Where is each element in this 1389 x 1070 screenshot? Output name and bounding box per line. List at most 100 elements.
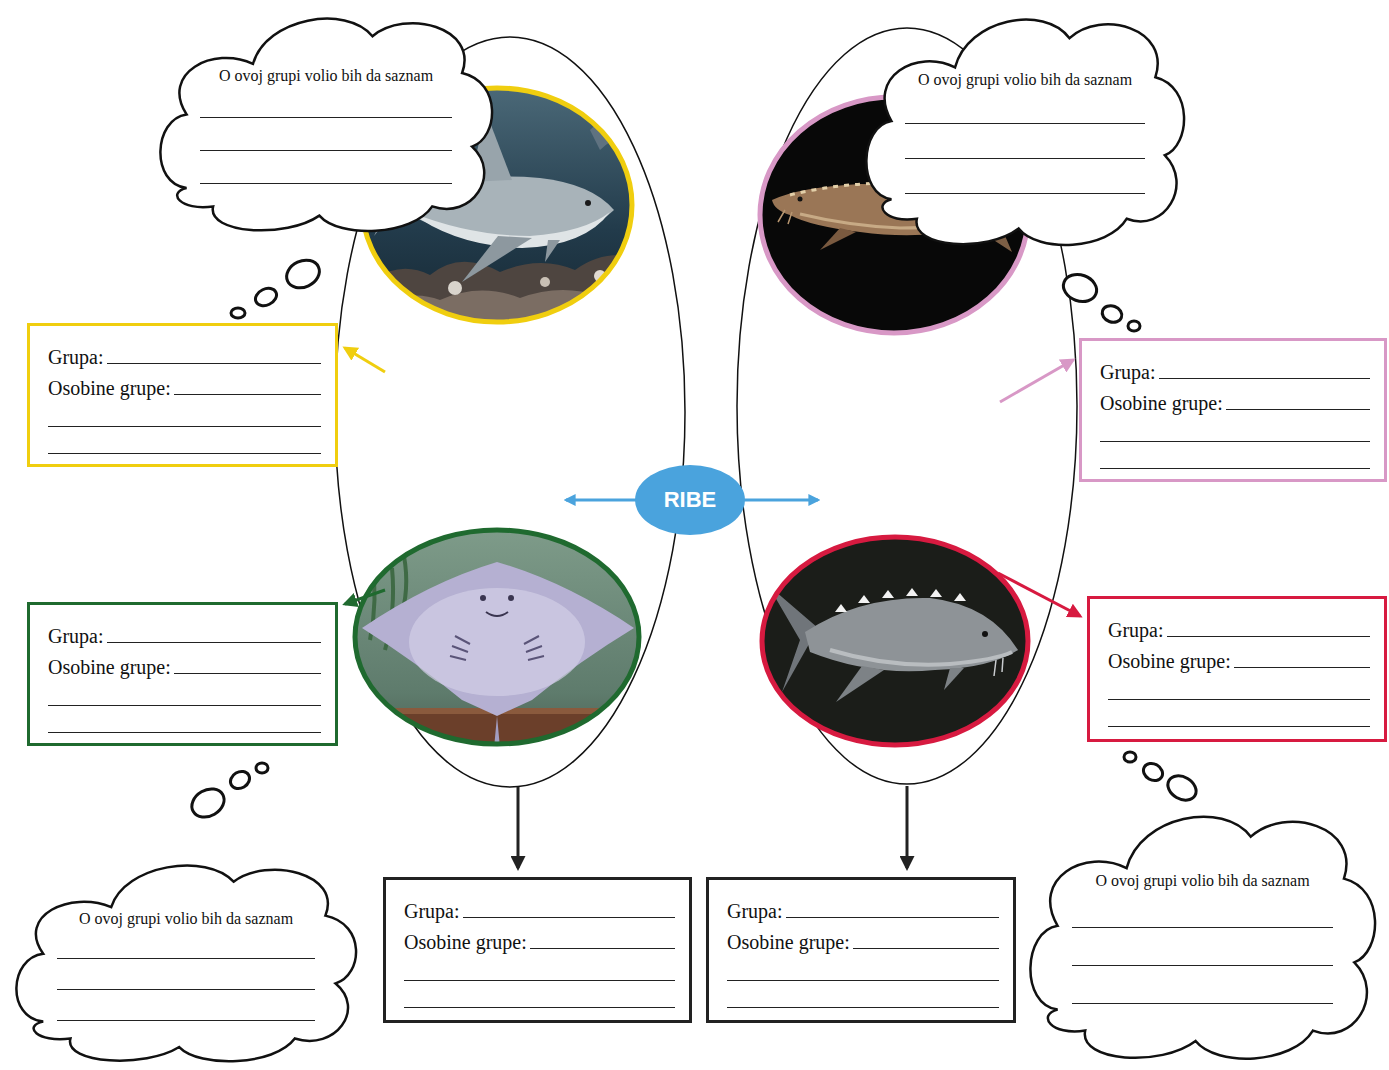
leader-arrow xyxy=(345,590,385,604)
blank-line xyxy=(786,917,999,918)
prompt-text: O ovoj grupi volio bih da saznam xyxy=(1095,871,1309,890)
topic-label: RIBE xyxy=(635,487,745,513)
blank-line xyxy=(905,159,1145,194)
prompt-text: Grupa: xyxy=(48,624,104,648)
blank-line xyxy=(1108,700,1370,727)
blank-line xyxy=(174,394,321,395)
blank-line xyxy=(107,363,321,364)
prompt-text: Osobine grupe: xyxy=(48,655,171,679)
blank-line xyxy=(1072,890,1333,928)
prompt-text: Grupa: xyxy=(48,345,104,369)
cloud-outline xyxy=(160,19,492,231)
answer-box: Grupa: Osobine grupe: xyxy=(27,323,338,467)
cloud-outline xyxy=(16,866,356,1062)
cloud-outline xyxy=(866,4,1184,248)
sturgeon-photo xyxy=(755,532,1035,752)
answer-box: Grupa: Osobine grupe: xyxy=(27,602,338,746)
photo-frame xyxy=(762,537,1028,745)
prompt-text: O ovoj grupi volio bih da saznam xyxy=(918,70,1132,89)
blank-line xyxy=(200,151,451,184)
blank-line xyxy=(1234,667,1370,668)
cloud-outline xyxy=(16,852,356,1064)
answer-box: Grupa: Osobine grupe: xyxy=(1087,596,1387,742)
answer-row: Osobine grupe: xyxy=(48,369,321,400)
answer-row: Grupa: xyxy=(404,892,675,923)
blank-line xyxy=(57,928,314,959)
prompt-text: O ovoj grupi volio bih da saznam xyxy=(79,909,293,928)
blank-line xyxy=(57,959,314,990)
cloud-outline xyxy=(160,4,492,234)
blank-line xyxy=(853,948,999,949)
thought-cloud: O ovoj grupi volio bih da saznam xyxy=(866,4,1184,248)
cloud-content: O ovoj grupi volio bih da saznam xyxy=(1058,871,1348,1004)
blank-line xyxy=(1226,409,1370,410)
prompt-text: Grupa: xyxy=(727,899,783,923)
blank-line xyxy=(727,954,999,981)
topic-arrow xyxy=(566,499,642,502)
blank-line xyxy=(905,89,1145,124)
answer-row: Grupa: xyxy=(1108,611,1370,642)
prompt-text: Osobine grupe: xyxy=(404,930,527,954)
group-arrow xyxy=(517,787,520,868)
blank-line xyxy=(1167,636,1370,637)
prompt-text: Grupa: xyxy=(1108,618,1164,642)
thought-cloud: O ovoj grupi volio bih da saznam xyxy=(16,852,356,1064)
leader-arrow xyxy=(1000,360,1073,402)
blank-line xyxy=(48,400,321,427)
thought-bubbles xyxy=(187,255,1201,823)
cloud-text-row: O ovoj grupi volio bih da saznam xyxy=(43,909,329,928)
blank-line xyxy=(1072,966,1333,1004)
topic-arrow xyxy=(738,499,818,502)
blank-line xyxy=(48,679,321,706)
blank-line xyxy=(463,917,675,918)
blank-line xyxy=(404,954,675,981)
blank-line xyxy=(48,427,321,454)
photo-frame xyxy=(355,530,639,744)
blank-line xyxy=(200,118,451,151)
blank-line xyxy=(1072,928,1333,966)
answer-row: Osobine grupe: xyxy=(1100,384,1370,415)
thought-cloud: O ovoj grupi volio bih da saznam xyxy=(1030,800,1375,1062)
answer-row: Grupa: xyxy=(1100,353,1370,384)
cloud-outline xyxy=(1030,800,1375,1062)
blank-line xyxy=(1108,673,1370,700)
prompt-text: Grupa: xyxy=(1100,360,1156,384)
blank-line xyxy=(1159,378,1370,379)
blank-line xyxy=(174,673,321,674)
prompt-text: Osobine grupe: xyxy=(1108,649,1231,673)
cloud-outline xyxy=(866,20,1184,245)
thought-cloud: O ovoj grupi volio bih da saznam xyxy=(160,4,492,234)
blank-line xyxy=(905,124,1145,159)
answer-row: Osobine grupe: xyxy=(48,648,321,679)
topic-ellipse xyxy=(635,465,745,535)
prompt-text: Osobine grupe: xyxy=(1100,391,1223,415)
answer-row: Grupa: xyxy=(48,338,321,369)
cloud-content: O ovoj grupi volio bih da saznam xyxy=(187,66,466,184)
cloud-outline xyxy=(1030,817,1375,1059)
cloud-content: O ovoj grupi volio bih da saznam xyxy=(43,909,329,1021)
blank-line xyxy=(404,981,675,1008)
leader-arrow xyxy=(345,348,385,372)
blank-line xyxy=(530,948,675,949)
blank-line xyxy=(727,981,999,1008)
answer-row: Grupa: xyxy=(727,892,999,923)
cloud-content: O ovoj grupi volio bih da saznam xyxy=(891,70,1158,194)
cloud-text-row: O ovoj grupi volio bih da saznam xyxy=(1058,871,1348,890)
cloud-text-row: O ovoj grupi volio bih da saznam xyxy=(891,70,1158,89)
cloud-text-row: O ovoj grupi volio bih da saznam xyxy=(187,66,466,85)
prompt-text: Osobine grupe: xyxy=(48,376,171,400)
answer-row: Osobine grupe: xyxy=(404,923,675,954)
blank-line xyxy=(200,85,451,118)
blank-line xyxy=(1100,415,1370,442)
blank-line xyxy=(1100,442,1370,469)
topic-oval: RIBE xyxy=(635,465,745,535)
blank-line xyxy=(107,642,321,643)
answer-box: Grupa: Osobine grupe: xyxy=(1079,338,1387,482)
answer-row: Osobine grupe: xyxy=(727,923,999,954)
group-arrow xyxy=(906,786,909,868)
blank-line xyxy=(48,706,321,733)
blank-line xyxy=(57,990,314,1021)
answer-box: Grupa:Osobine grupe: xyxy=(706,877,1016,1023)
leader-arrow xyxy=(998,573,1080,616)
